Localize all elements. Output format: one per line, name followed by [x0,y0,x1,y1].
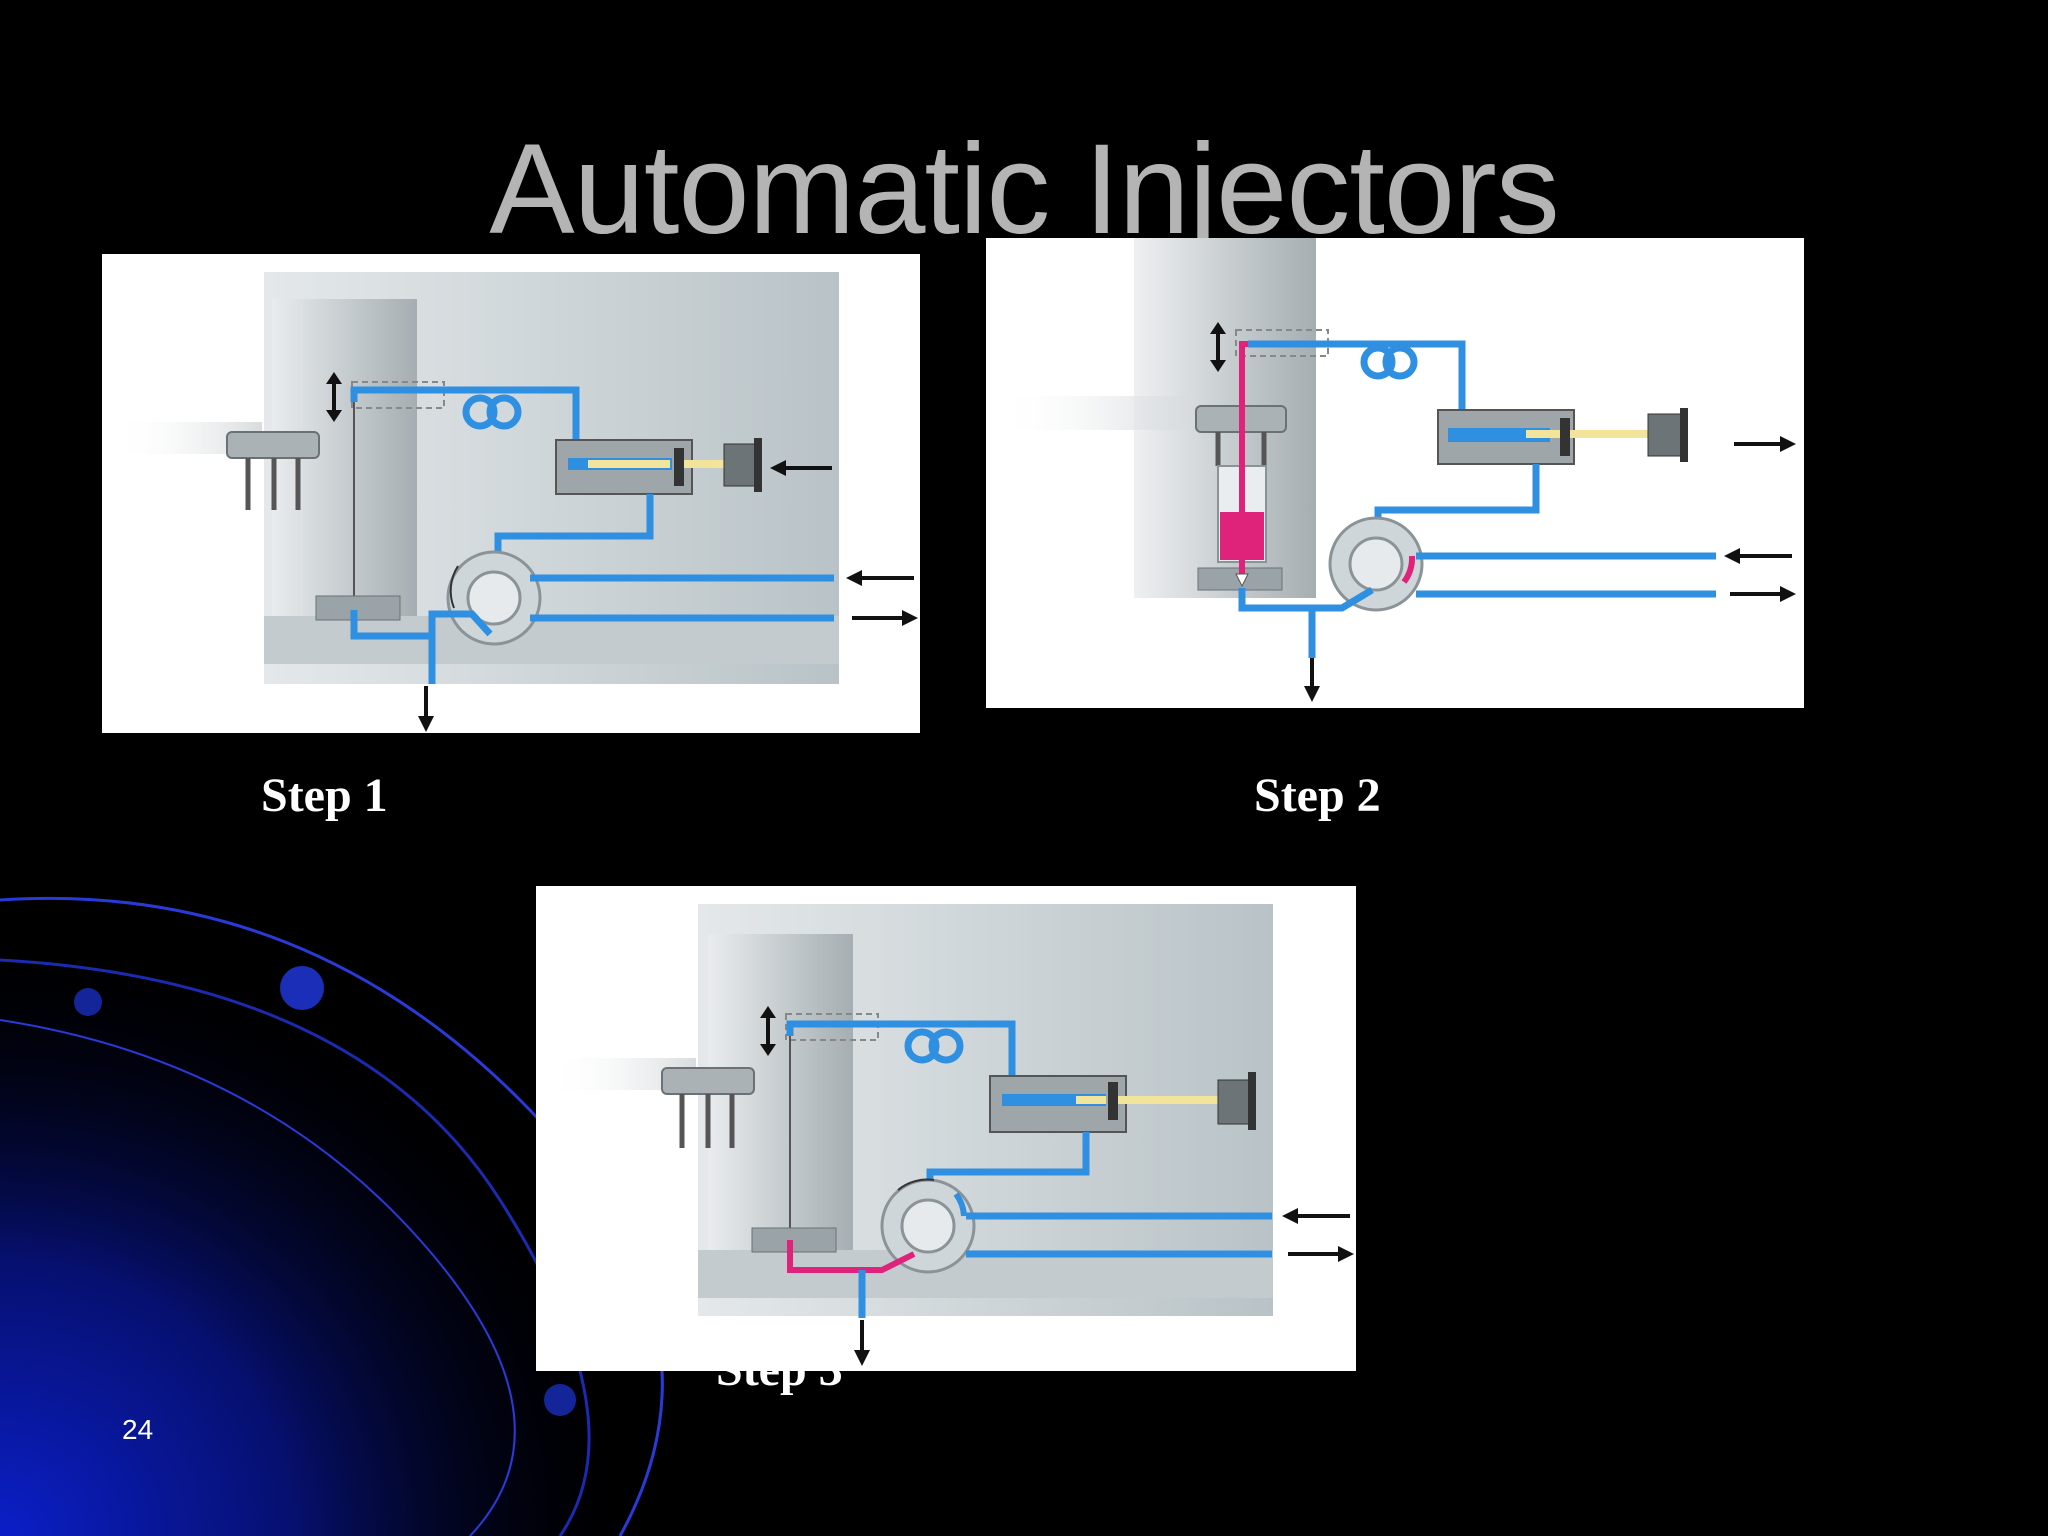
arrow-down-icon [1304,658,1320,702]
coil-loop-icon [1360,344,1418,380]
step-2-caption: Step 2 [1254,769,1381,822]
diagram-step-3 [536,886,1356,1371]
arrow-left-icon [1724,548,1792,564]
tray-icon [661,1067,755,1148]
arrow-right-icon [852,610,918,626]
arrow-down-icon [418,686,434,732]
syringe-icon [1437,408,1688,465]
rotary-valve-icon [446,550,542,646]
arrow-down-icon [854,1320,870,1366]
slide-title: Automatic Injectors [489,118,1559,261]
tray-icon [226,431,320,510]
rotary-valve-icon [1328,516,1424,612]
arrow-right-icon [1288,1246,1354,1262]
slide-number: 24 [122,1414,154,1445]
up-down-arrow-icon [326,372,342,422]
arrow-left-icon [1282,1208,1350,1224]
diagram-step-1 [102,254,920,733]
coil-loop-icon [462,394,522,430]
up-down-arrow-icon [760,1006,776,1056]
arrow-left-icon [846,570,914,586]
up-down-arrow-icon [1210,322,1226,372]
arrow-left-icon [770,460,832,476]
syringe-icon [989,1072,1256,1133]
coil-loop-icon [904,1028,964,1064]
rotary-valve-icon [880,1178,976,1274]
arrow-right-icon [1734,436,1796,452]
syringe-icon [555,438,762,495]
arrow-right-icon [1730,586,1796,602]
diagram-step-2 [986,238,1804,708]
step-1-caption: Step 1 [261,769,388,822]
